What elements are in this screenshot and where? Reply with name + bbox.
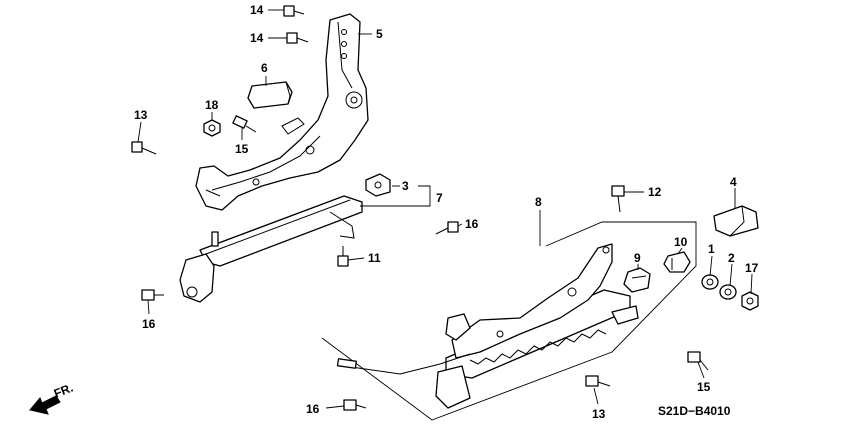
part-13-bolt-left <box>131 141 157 155</box>
part-15-bolt-upper <box>232 115 257 133</box>
part-9-clip <box>623 267 651 293</box>
part-8-outer-slide-assembly <box>321 221 697 421</box>
part-10-clip <box>663 251 691 273</box>
part-1-washer <box>701 274 719 290</box>
part-5-recliner-bracket <box>195 13 369 211</box>
callout-8: 8 <box>535 195 542 209</box>
callout-15-upper: 15 <box>235 142 249 156</box>
callout-1: 1 <box>708 242 715 256</box>
front-direction-arrow-icon <box>29 395 61 415</box>
callout-16-lower: 16 <box>306 402 320 416</box>
callout-5: 5 <box>376 27 383 41</box>
part-17-nut <box>741 291 759 311</box>
front-direction-label: FR. <box>52 381 75 401</box>
callout-4: 4 <box>730 175 737 189</box>
part-11-bolt <box>337 246 349 267</box>
part-6-pad <box>247 81 293 109</box>
part-2-washer <box>719 284 737 300</box>
callout-3: 3 <box>402 179 409 193</box>
callout-14-top: 14 <box>250 3 264 17</box>
part-3-clip <box>365 173 391 197</box>
diagram-code: S21D−B4010 <box>658 404 731 418</box>
part-16-bolt-lower <box>343 399 367 411</box>
callout-13-lower: 13 <box>592 407 606 421</box>
callout-10: 10 <box>674 235 688 249</box>
callout-9: 9 <box>634 251 641 265</box>
part-15-bolt-lower <box>687 351 709 371</box>
inner-slide-rail <box>179 195 363 303</box>
part-14-bolt-top <box>283 5 305 17</box>
callout-16-middle: 16 <box>465 217 479 231</box>
part-4-cover <box>713 205 759 237</box>
callout-2: 2 <box>728 251 735 265</box>
callout-6: 6 <box>261 61 268 75</box>
callout-17: 17 <box>745 261 759 275</box>
part-18-nut <box>203 119 221 137</box>
part-16-bolt-middle <box>435 221 459 235</box>
callout-13-left: 13 <box>134 108 148 122</box>
callout-15-lower: 15 <box>697 380 711 394</box>
leader-lines <box>137 9 753 409</box>
callout-16-left: 16 <box>142 317 156 331</box>
callout-14-second: 14 <box>250 31 264 45</box>
part-13-bolt-lower <box>585 375 611 387</box>
callout-12: 12 <box>648 185 662 199</box>
callout-11: 11 <box>368 251 381 265</box>
part-16-bolt-left <box>141 289 164 301</box>
callout-18: 18 <box>205 98 219 112</box>
part-14-bolt-second <box>286 32 309 44</box>
callout-7: 7 <box>436 191 443 205</box>
part-12-bolt <box>611 185 625 213</box>
